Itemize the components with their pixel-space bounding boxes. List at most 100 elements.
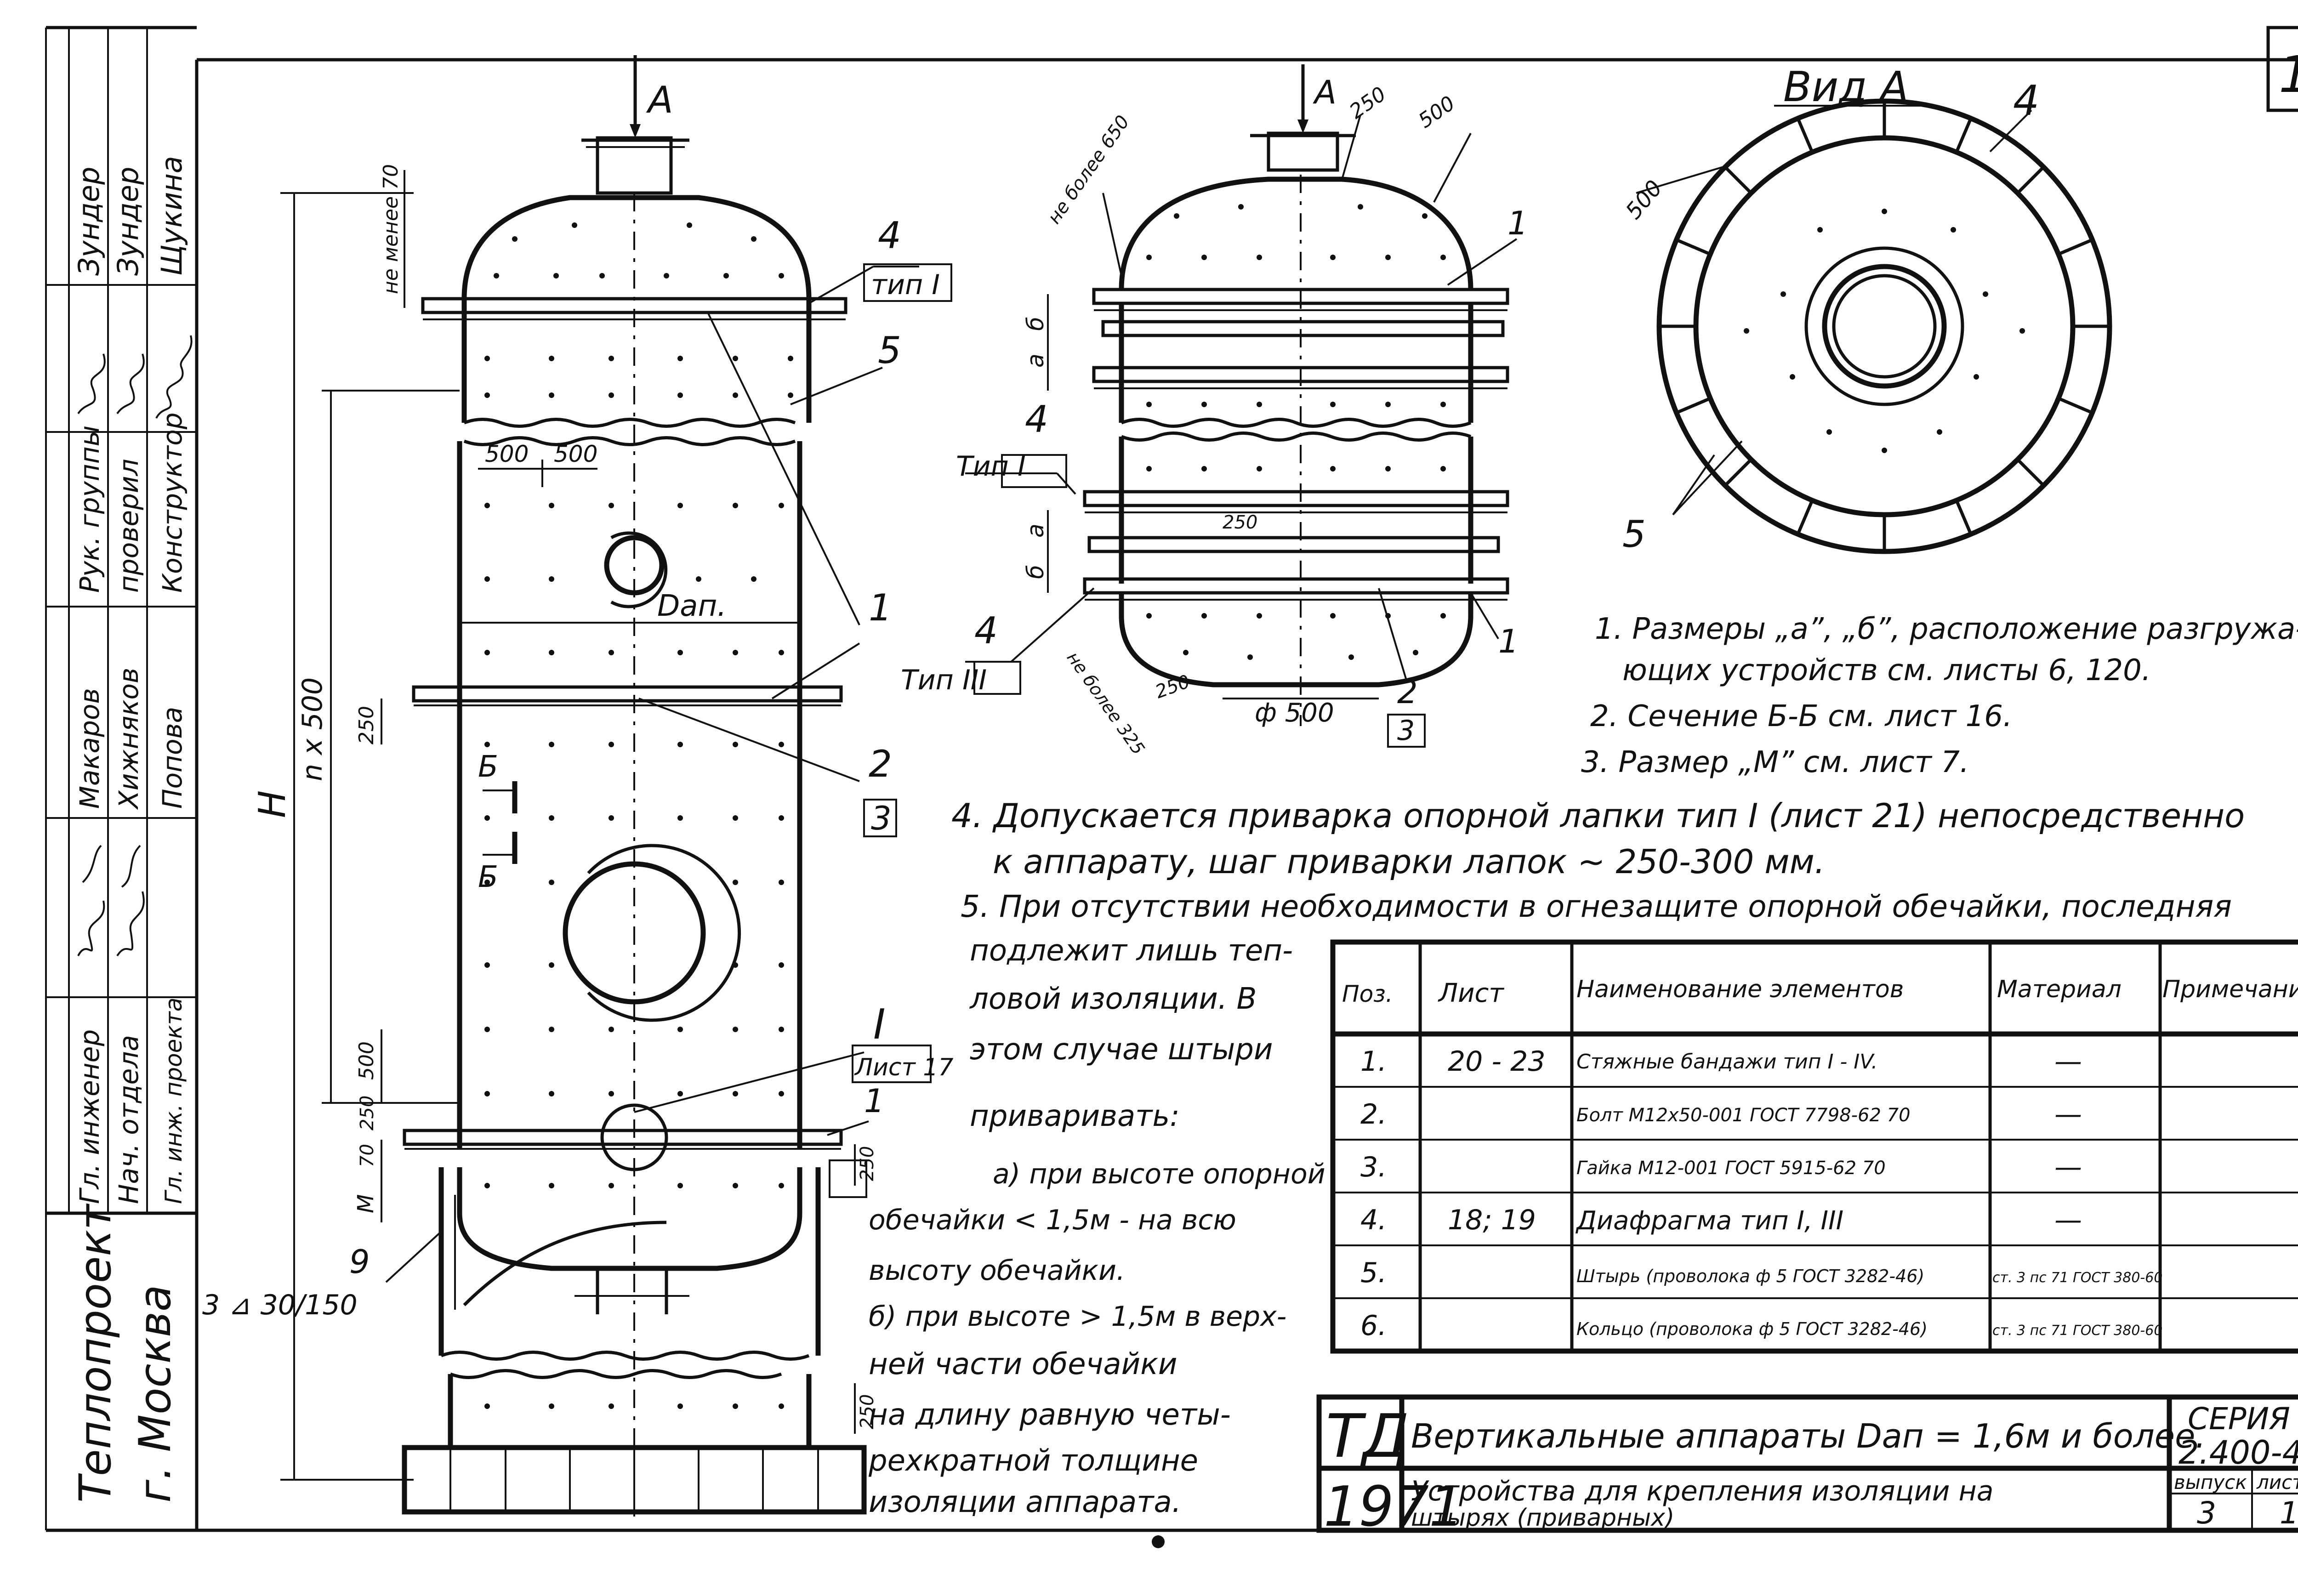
series-label: СЕРИЯ [2188,1401,2290,1437]
note-5-l7: высоту обечайки. [869,1255,1125,1287]
name-zunder-1: Зундер [72,167,106,276]
mid-dim-b2: б [1022,565,1049,579]
spec-r3-pos: 3. [1360,1151,1387,1183]
name-shchukina: Щукина [155,156,188,276]
title-line-2: Устройства для крепления изоляции на [1411,1475,1994,1507]
spec-r6-name: Кольцо (проволока ф 5 ГОСТ 3282-46) [1576,1319,1928,1339]
notes: 1. Размеры „а”, „б”, расположение разгру… [868,612,2298,1519]
view-a-callout-4: 4 [2013,77,2039,125]
main-dim-500a: 500 [485,441,529,467]
main-view-labels: А не менее 70 500 500 n x 500 H 250 500 … [202,79,953,1429]
main-dim-top: не менее 70 [379,164,403,294]
main-dim-500c: 500 [355,1041,378,1080]
name-zunder-2: Зундер [111,167,145,276]
main-callout-I: I [873,1000,886,1049]
mid-dim-325: не более 325 [1063,648,1149,758]
mid-callout-3: 3 [1397,715,1415,747]
sheet-frame [45,26,2298,1532]
pin-dots-middle [1146,204,1446,660]
main-dim-250d: 250 [857,1394,878,1429]
role-dept-head: Нач. отдела [113,1035,144,1204]
note-5-l6: обечайки < 1,5м - на всю [869,1204,1236,1236]
note-5-l9: ней части обечайки [869,1347,1177,1381]
side-role-labels: Гл. инженер Нач. отдела Гл. инж. проекта… [70,156,193,1503]
spec-r1-sheet: 20 - 23 [1448,1045,1546,1078]
title-block-text: ТД 1971 Вертикальные аппараты Dап = 1,6м… [1324,1401,2298,1539]
role-designer: Конструктор [157,412,188,593]
name-khizhnyakov: Хижняков [113,668,144,810]
spec-r6-mat: ст. 3 пс 71 ГОСТ 380-60 [1992,1323,2162,1339]
main-callout-9: 9 [349,1243,370,1281]
note-5-l11: рехкратной толщине [868,1444,1198,1478]
signature-5 [155,335,193,419]
spec-r2-name: Болт М12х50-001 ГОСТ 7798-62 70 [1576,1105,1911,1126]
note-5-l8: б) при высоте > 1,5м в верх- [869,1301,1286,1333]
spec-r1-name: Стяжные бандажи тип I - IV. [1576,1050,1877,1073]
mid-dim-250: 250 [1345,82,1390,124]
note-5: 5. При отсутствии необходимости в огнеза… [961,889,2232,924]
main-dim-H: H [251,790,294,818]
issue-value: 3 [2197,1495,2216,1531]
mid-arrow-a: А [1313,74,1337,111]
view-a-labels: Вид А 4 500 5 [1621,63,2039,556]
main-dim-M: M [353,1194,379,1213]
spec-r4-pos: 4. [1360,1204,1387,1236]
role-checked: проверил [113,459,144,593]
middle-view-labels: А 250 500 не более 650 б а а б 250 не бо… [901,74,1528,758]
main-callout-tip1: тип I [871,269,940,301]
main-dim-nx500: n x 500 [296,677,329,781]
spec-h-name: Наименование элементов [1576,976,1904,1003]
main-section-b1: Б [478,750,498,784]
title-block [1316,1394,2298,1533]
view-a-top-view [1636,98,2112,554]
spec-r4-name: Диафрагма тип I, III [1575,1206,1843,1236]
spec-table-text: Поз. Лист Наименование элементов Материа… [1342,976,2298,1342]
note-5-l12: изоляции аппарата. [869,1485,1181,1519]
note-5-l5: а) при высоте опорной [993,1158,1325,1190]
note-5-l2: ловой изоляции. В [969,982,1257,1016]
view-a-dim-500: 500 [1621,176,1667,224]
mid-dim-250c: 250 [1153,671,1193,703]
main-callout-2: 2 [869,743,892,785]
mid-callout-4: 4 [1025,398,1048,441]
main-dim-250c: 250 [857,1146,878,1181]
main-callout-list17: Лист 17 [854,1054,953,1081]
spec-r2-pos: 2. [1360,1098,1387,1130]
note-1b: ющих устройств см. листы 6, 120. [1622,653,2151,687]
title-line-1: Вертикальные аппараты Dап = 1,6м и более… [1411,1417,2206,1455]
main-label-dap: Dап. [657,589,727,623]
note-5-l4: приваривать: [970,1099,1180,1133]
title-org-code: ТД [1326,1401,1409,1471]
middle-vessel-view [965,64,1518,748]
main-dim-70: 70 [357,1144,378,1167]
mid-dim-phi500: ф 500 [1255,698,1334,728]
spec-r5-pos: 5. [1360,1257,1387,1289]
mid-callout-tip1: Тип I [956,450,1026,483]
mid-callout-2: 2 [1397,673,1418,711]
signature-4 [116,353,145,415]
mid-dim-a: а [1022,353,1049,368]
note-5-l1: подлежит лишь теп- [970,934,1293,968]
spec-r3-mat: — [2054,1151,2082,1183]
spec-r5-mat: ст. 3 пс 71 ГОСТ 380-60 [1992,1270,2162,1286]
title-year: 1971 [1324,1475,1464,1539]
pin-dots-main [484,222,793,1409]
spec-h-sheet: Лист [1438,978,1504,1008]
view-a-title: Вид А [1783,63,1909,111]
role-group-lead: Рук. группы [74,426,105,593]
signature-3 [77,353,106,415]
mid-callout-1: 1 [1507,204,1528,242]
main-callout-4: 4 [878,214,901,257]
org-city: г. Москва [130,1285,181,1503]
main-dim-500b: 500 [554,441,597,467]
role-project-chief: Гл. инж. проекта [160,998,187,1204]
org-name: Теплопроект [70,1203,121,1503]
name-makarov: Макаров [74,688,105,809]
main-dim-250: 250 [355,706,378,744]
side-signature-block [46,26,197,1215]
mid-dim-b: б [1022,317,1049,331]
spec-r3-name: Гайка М12-001 ГОСТ 5915-62 70 [1576,1158,1886,1179]
spec-r4-mat: — [2054,1204,2082,1236]
series-value: 2.400-4 [2179,1434,2298,1471]
